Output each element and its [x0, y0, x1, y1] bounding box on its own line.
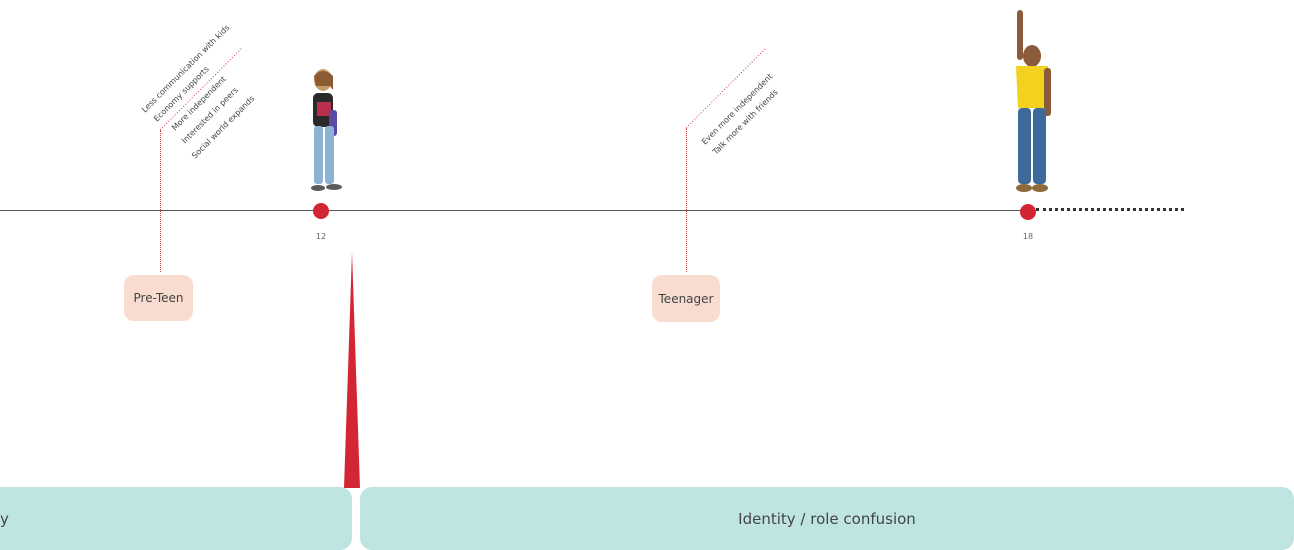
preteen-girl-figure	[311, 69, 342, 191]
age-18-marker[interactable]	[1020, 204, 1036, 220]
age-12-label: 12	[315, 232, 327, 241]
timeline-continuation-dots	[1036, 208, 1184, 215]
age-18-label: 18	[1022, 232, 1034, 241]
stage-bar-identity-label: Identity / role confusion	[738, 509, 916, 528]
teenage-boy-figure	[1016, 10, 1051, 192]
red-pointer	[344, 252, 360, 488]
preteen-diagonal-connector	[160, 48, 243, 131]
teenager-connector	[686, 128, 687, 272]
stage-bar-previous[interactable]: y	[0, 487, 352, 550]
stage-bar-previous-label: y	[0, 509, 9, 528]
teenager-diagonal-connector	[686, 48, 767, 129]
timeline-axis	[0, 210, 1030, 211]
age-12-marker[interactable]	[313, 203, 329, 219]
stage-badge-teenager[interactable]: Teenager	[652, 275, 720, 322]
stage-badge-preteen[interactable]: Pre-Teen	[124, 275, 193, 321]
preteen-connector	[160, 130, 161, 272]
stage-bar-identity[interactable]: Identity / role confusion	[360, 487, 1294, 550]
